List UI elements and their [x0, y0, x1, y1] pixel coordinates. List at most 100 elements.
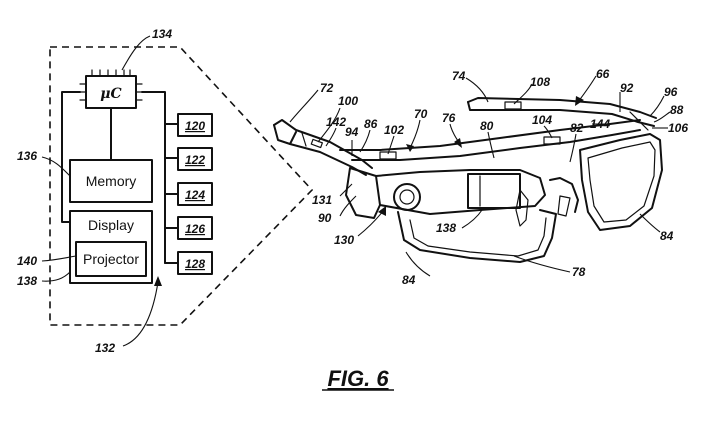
ref-142: 142 — [326, 115, 346, 129]
projector-box — [75, 241, 147, 277]
module-box-126 — [177, 216, 213, 240]
leader-86 — [359, 129, 371, 153]
memory-box — [69, 159, 153, 203]
leader-84a — [405, 251, 431, 277]
leader-131 — [339, 183, 353, 197]
leader-96 — [649, 95, 665, 117]
arrow-70 — [406, 144, 414, 152]
ref-132: 132 — [95, 341, 115, 355]
microcontroller-chip: μC — [79, 69, 143, 109]
temple-sensor-108 — [504, 101, 522, 110]
hinge-right — [629, 111, 649, 131]
ref-84b: 84 — [660, 229, 674, 243]
leader-142 — [325, 127, 337, 147]
ref-78: 78 — [572, 265, 586, 279]
module-label-128: 128 — [185, 257, 205, 271]
lens-left-inner — [409, 217, 547, 257]
ref-140: 140 — [17, 254, 37, 268]
projector-label: Projector — [83, 251, 139, 267]
leader-140 — [41, 255, 77, 262]
ref-106: 106 — [668, 121, 688, 135]
leader-84b — [639, 213, 661, 233]
ref-100: 100 — [338, 94, 358, 108]
leader-74 — [465, 77, 489, 103]
memory-label: Memory — [86, 173, 137, 189]
leader-70 — [409, 119, 421, 149]
leader-78 — [513, 255, 571, 273]
frame-bar-bottom — [351, 129, 641, 161]
ref-130: 130 — [334, 233, 354, 247]
ref-88: 88 — [670, 103, 684, 117]
ref-72: 72 — [320, 81, 334, 95]
ref-144: 144 — [590, 117, 610, 131]
leader-102 — [387, 135, 395, 155]
temple-button — [310, 138, 323, 149]
prism-block — [467, 173, 521, 209]
left-bus-line — [61, 91, 81, 223]
ref-66: 66 — [596, 67, 610, 81]
display-box — [69, 210, 153, 284]
leader-82 — [569, 133, 577, 163]
nosepad-left — [515, 189, 529, 227]
ref-104: 104 — [532, 113, 552, 127]
ref-90: 90 — [318, 211, 332, 225]
temple-notch — [301, 132, 307, 147]
leader-130 — [357, 209, 385, 237]
leader-136 — [41, 156, 71, 177]
ref-92: 92 — [620, 81, 634, 95]
leader-134 — [121, 35, 151, 71]
arrow-76 — [454, 138, 462, 148]
ref-138: 138 — [17, 274, 37, 288]
ref-108: 108 — [530, 75, 550, 89]
ref-134: 134 — [152, 27, 172, 41]
reference-numerals: 72 100 142 94 86 102 70 76 74 108 66 92 … — [289, 67, 688, 287]
ref-94: 94 — [345, 125, 359, 139]
display-housing-front — [345, 167, 381, 219]
ref-84a: 84 — [402, 273, 416, 287]
leader-138 — [41, 271, 71, 282]
leader-100 — [317, 107, 341, 143]
ref-86: 86 — [364, 117, 378, 131]
module-label-126: 126 — [185, 222, 205, 236]
leader-88 — [653, 111, 671, 123]
camera-lens — [393, 183, 421, 211]
camera-lens-inner — [399, 189, 415, 205]
module-box-124 — [177, 182, 213, 206]
arrow-132 — [154, 276, 162, 286]
leader-104 — [543, 125, 553, 139]
leader-108 — [513, 83, 533, 105]
module-label-124: 124 — [185, 188, 205, 202]
display-label: Display — [88, 217, 134, 233]
ref-136: 136 — [17, 149, 37, 163]
arrow-130 — [378, 206, 386, 216]
leader-138b — [461, 209, 483, 229]
leader-132 — [122, 281, 159, 347]
module-label-120: 120 — [185, 119, 205, 133]
leader-90 — [339, 195, 357, 217]
arrow-66 — [575, 96, 584, 106]
ref-96: 96 — [664, 85, 678, 99]
inset-boundary — [49, 46, 314, 326]
temple-arm-right-top — [467, 97, 657, 119]
ref-131: 131 — [312, 193, 332, 207]
ref-102: 102 — [384, 123, 404, 137]
ref-138b: 138 — [436, 221, 456, 235]
leader-72 — [289, 89, 319, 123]
leader-80 — [487, 131, 495, 159]
module-box-120 — [177, 113, 213, 137]
temple-arm-left-top — [273, 119, 373, 169]
module-label-122: 122 — [185, 153, 205, 167]
ref-80: 80 — [480, 119, 494, 133]
nose-bridge — [549, 177, 579, 213]
ref-82: 82 — [570, 121, 584, 135]
figure-caption: FIG. 6 — [327, 366, 389, 391]
lens-left — [397, 209, 557, 263]
ref-74: 74 — [452, 69, 466, 83]
right-bus-line — [141, 91, 166, 264]
nosepad-right — [557, 195, 571, 217]
ref-70: 70 — [414, 107, 428, 121]
lens-right — [579, 133, 663, 231]
ref-76: 76 — [442, 111, 456, 125]
